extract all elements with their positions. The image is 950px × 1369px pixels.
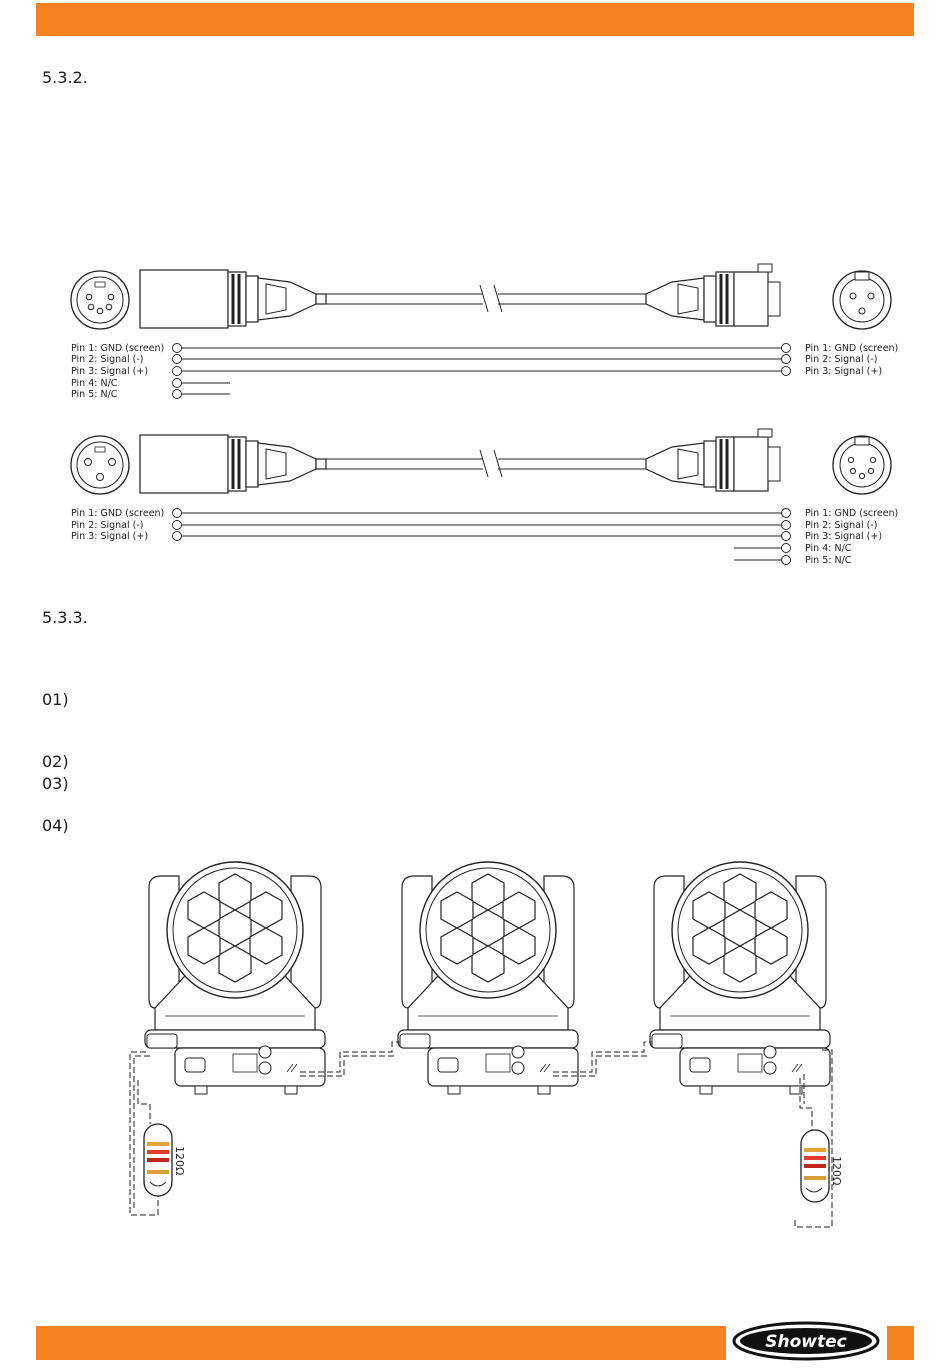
- d2-left-pin-2: Pin 2: Signal (-): [71, 520, 144, 531]
- d2-left-pin-1: Pin 1: GND (screen): [71, 508, 164, 519]
- d1-left-pin-1: Pin 1: GND (screen): [71, 343, 164, 354]
- footer-bar: [36, 1326, 726, 1360]
- fixture-1: [144, 861, 326, 1095]
- d1-left-pin-2: Pin 2: Signal (-): [71, 354, 144, 365]
- terminator-resistor-left-icon: 120Ω: [143, 1123, 186, 1197]
- left-resistor-label: 120Ω: [173, 1146, 186, 1175]
- d1-right-pin-3: Pin 3: Signal (+): [805, 366, 882, 377]
- fixture-2: [397, 861, 579, 1095]
- right-resistor-label: 120Ω: [830, 1156, 843, 1185]
- footer-bar-right: [887, 1326, 914, 1360]
- diagram-1: Pin 1: GND (screen) Pin 2: Signal (-) Pi…: [70, 262, 898, 400]
- d2-right-pin-2: Pin 2: Signal (-): [805, 520, 878, 531]
- d1-left-pin-5: Pin 5: N/C: [71, 389, 118, 400]
- logo-text: Showtec: [765, 1332, 846, 1352]
- step-number-01: 01): [42, 690, 69, 709]
- d2-right-pin-4: Pin 4: N/C: [805, 543, 852, 554]
- step-number-02: 02): [42, 752, 69, 771]
- xlr5-male-face-icon: [70, 270, 130, 330]
- showtec-logo-icon: Showtec: [732, 1321, 880, 1361]
- section-number-533: 5.3.3.: [42, 608, 88, 627]
- d2-right-pin-1: Pin 1: GND (screen): [805, 508, 898, 519]
- header-bar: [36, 3, 914, 36]
- showtec-logo: Showtec: [728, 1318, 884, 1364]
- d2-right-pin-5: Pin 5: N/C: [805, 555, 852, 566]
- d1-right-pin-1: Pin 1: GND (screen): [805, 343, 898, 354]
- xlr3-female-face-icon: [832, 270, 892, 330]
- step-number-03: 03): [42, 774, 69, 793]
- section-number-532: 5.3.2.: [42, 68, 88, 87]
- fixture-3: [649, 861, 831, 1095]
- terminator-resistor-right-icon: 120Ω: [800, 1129, 843, 1203]
- step-number-04: 04): [42, 816, 69, 835]
- d1-right-pin-2: Pin 2: Signal (-): [805, 354, 878, 365]
- diagram-2: Pin 1: GND (screen) Pin 2: Signal (-) Pi…: [70, 427, 898, 566]
- xlr5-female-face-icon: [832, 435, 892, 495]
- fixture-diagram: 120Ω 120Ω: [129, 861, 843, 1228]
- d2-left-pin-3: Pin 3: Signal (+): [71, 531, 148, 542]
- d2-right-pin-3: Pin 3: Signal (+): [805, 531, 882, 542]
- d1-left-pin-4: Pin 4: N/C: [71, 378, 118, 389]
- d1-left-pin-3: Pin 3: Signal (+): [71, 366, 148, 377]
- xlr3-male-face-icon: [70, 435, 130, 495]
